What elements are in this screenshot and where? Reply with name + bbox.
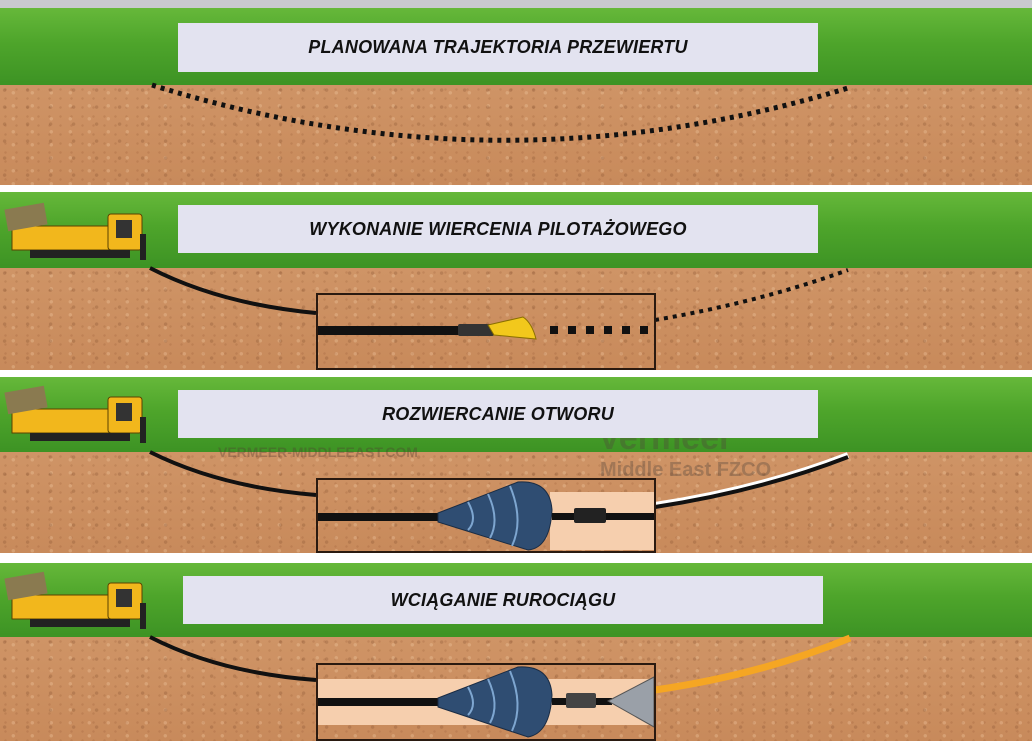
- detail-inset: [316, 663, 656, 741]
- drill-rig-icon: [4, 385, 146, 443]
- drill-string-exit: [654, 452, 850, 508]
- panel-title-box: PLANOWANA TRAJEKTORIA PRZEWIERTU: [178, 23, 818, 72]
- panel-title-box: ROZWIERCANIE OTWORU: [178, 390, 818, 438]
- pipeline: [654, 634, 852, 694]
- detail-inset: [316, 293, 656, 370]
- watermark-company: Middle East FZCO: [600, 459, 772, 481]
- planned-path-dashes: [550, 326, 648, 334]
- detail-inset: [316, 478, 656, 553]
- drill-string: [149, 450, 317, 497]
- pilot-bit-detail: [318, 316, 648, 340]
- panel-planned-trajectory: PLANOWANA TRAJEKTORIA PRZEWIERTU: [0, 8, 1032, 185]
- panel-title: ROZWIERCANIE OTWORU: [382, 403, 614, 424]
- reamer-detail: [318, 481, 654, 551]
- drill-string: [149, 635, 317, 682]
- drill-rig-icon: [4, 571, 146, 629]
- panel-title: WYKONANIE WIERCENIA PILOTAŻOWEGO: [309, 218, 687, 239]
- panel-title-box: WYKONANIE WIERCENIA PILOTAŻOWEGO: [178, 205, 818, 253]
- soil: [0, 85, 1032, 185]
- panel-title: WCIĄGANIE RUROCIĄGU: [390, 589, 616, 610]
- panel-title: PLANOWANA TRAJEKTORIA PRZEWIERTU: [308, 37, 688, 57]
- reaming-drawing: [4, 385, 850, 509]
- panel-title-box: WCIĄGANIE RUROCIĄGU: [183, 576, 823, 624]
- drill-string: [149, 266, 317, 315]
- top-bar: [0, 0, 1032, 8]
- planned-path-dotted: [151, 82, 849, 143]
- pullback-detail: [318, 666, 655, 738]
- panel-reaming: VERMEER-MIDDLEEAST.COM Vermeer Middle Ea…: [0, 377, 1032, 553]
- planned-path-dotted: [654, 268, 849, 322]
- panel-pipe-pullback: WCIĄGANIE RUROCIĄGU: [0, 563, 1032, 741]
- pullback-drawing: [4, 571, 852, 694]
- panel-pilot-drilling: WYKONANIE WIERCENIA PILOTAŻOWEGO: [0, 192, 1032, 370]
- pilot-drilling-drawing: [4, 202, 849, 322]
- drill-rig-icon: [4, 202, 146, 260]
- pilot-bit-icon: [487, 316, 537, 340]
- watermark-site: VERMEER-MIDDLEEAST.COM: [218, 444, 418, 460]
